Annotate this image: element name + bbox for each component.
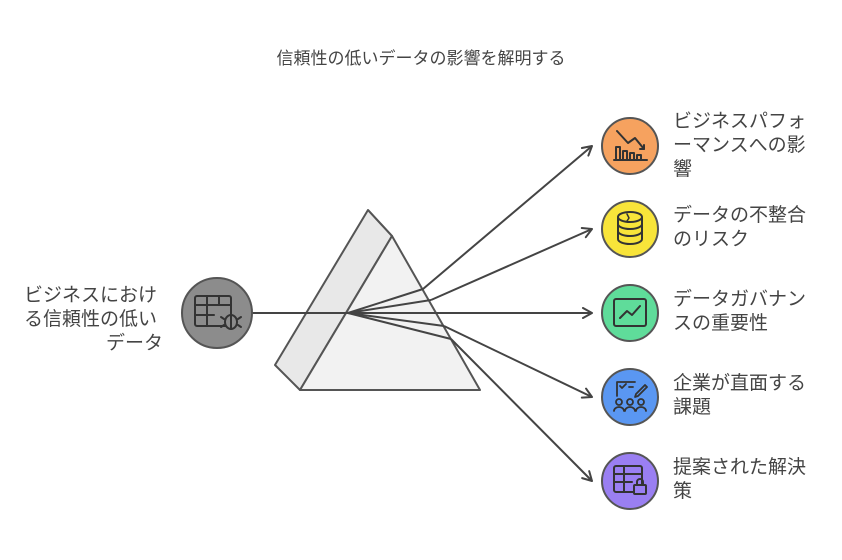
table-lock-icon [613, 465, 647, 495]
source-circle [181, 277, 253, 349]
output-label-2: データの不整合 のリスク [673, 204, 812, 250]
output-label-4: 企業が直面する 課題 [673, 372, 812, 418]
output-label-1: ビジネスパフォ ーマンスへの影 響 [673, 110, 812, 180]
output-node-1: ビジネスパフォ ーマンスへの影 響 [601, 110, 812, 180]
arrow-4 [443, 325, 593, 399]
arrow-5 [450, 338, 593, 482]
chart-down-icon [613, 130, 648, 161]
output-node-2: データの不整合 のリスク [601, 200, 812, 258]
source-label: ビジネスにおけ る信頼性の低い データ [24, 284, 163, 354]
arrow-2 [430, 227, 593, 301]
refraction-fan [347, 288, 452, 340]
output-node-5: 提案された解決 策 [601, 452, 812, 510]
output-node-4: 企業が直面する 課題 [601, 368, 812, 426]
source-node: ビジネスにおけ る信頼性の低い データ [24, 277, 253, 354]
output-label-5: 提案された解決 策 [673, 456, 812, 502]
team-checklist-icon [613, 381, 648, 412]
diagram-title: 信頼性の低いデータの影響を解明する [277, 48, 566, 69]
database-icon [617, 211, 643, 245]
output-arrows [422, 145, 593, 482]
arrow-1 [422, 145, 593, 290]
monitor-chart-icon [613, 298, 647, 327]
prism [274, 209, 481, 391]
table-bug-icon [194, 295, 242, 330]
output-node-3: データガバナン スの重要性 [601, 284, 812, 342]
output-label-3: データガバナン スの重要性 [673, 288, 812, 334]
